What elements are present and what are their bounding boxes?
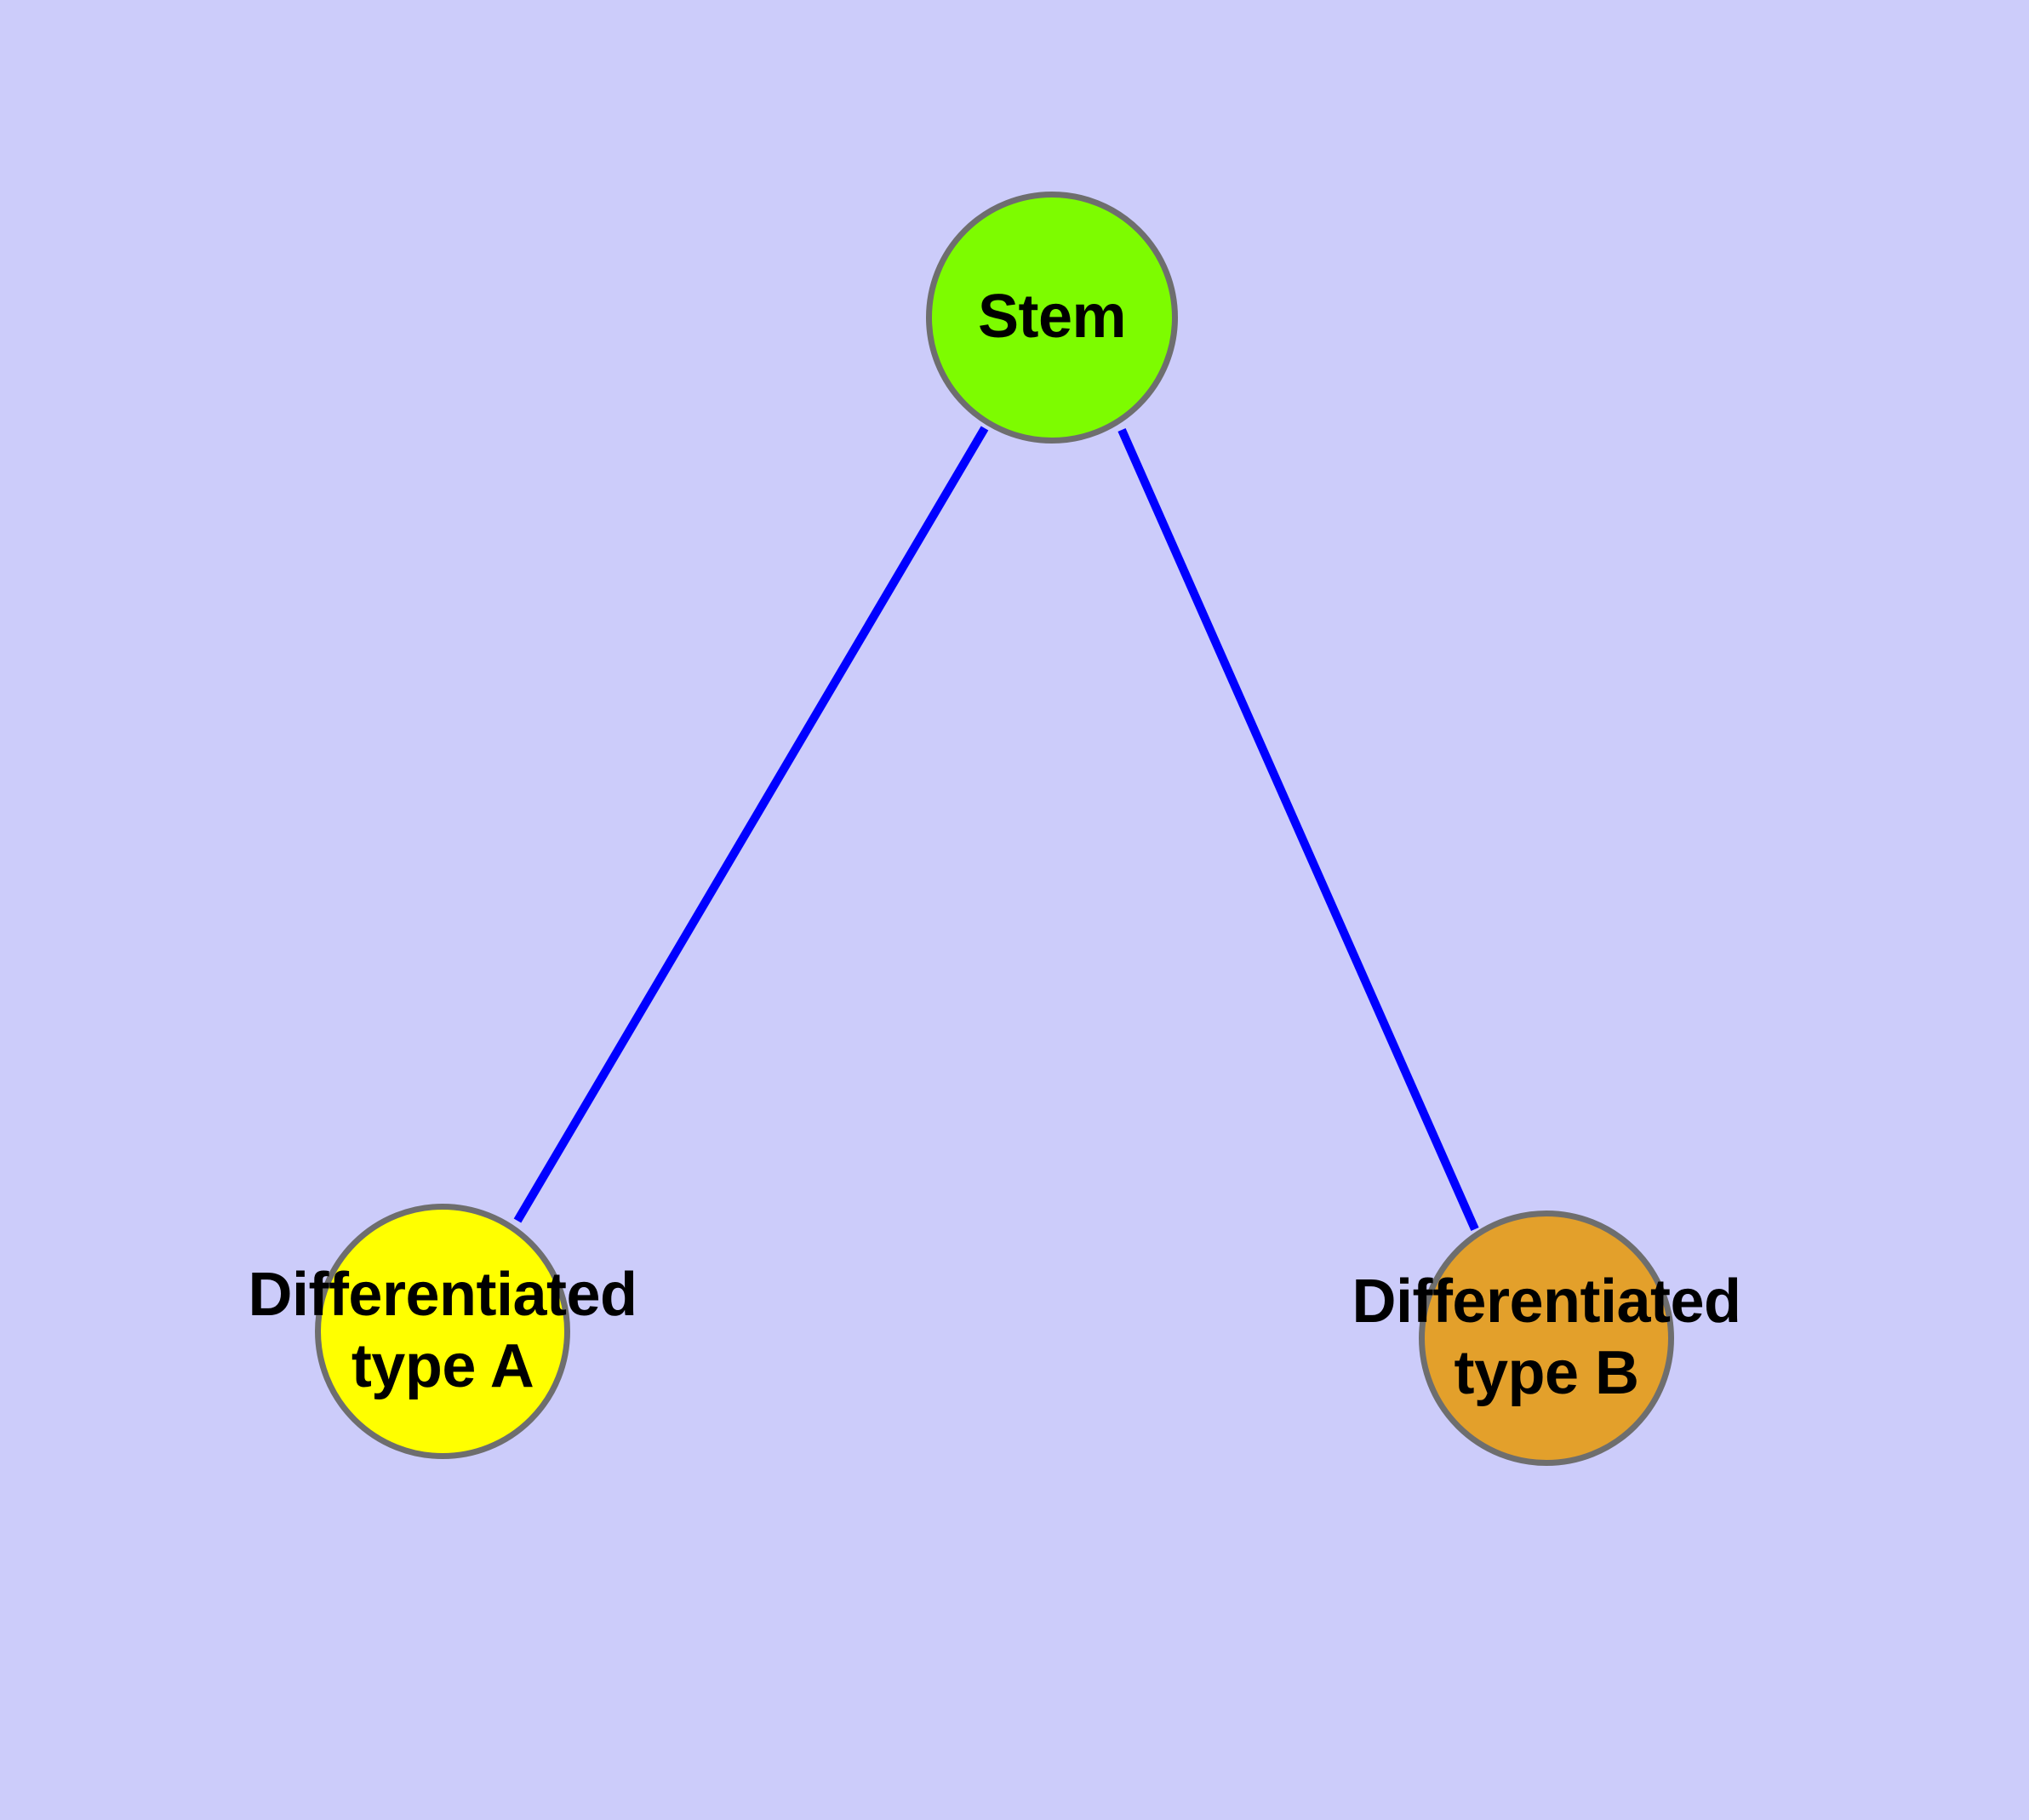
node-stem[interactable] xyxy=(926,192,1178,444)
edge-stem-to-differentiated-type-b xyxy=(1117,427,1479,1232)
node-differentiated-type-b[interactable] xyxy=(1419,1210,1674,1466)
edge-stem-to-differentiated-type-a xyxy=(513,426,989,1223)
node-differentiated-type-a[interactable] xyxy=(315,1204,570,1459)
